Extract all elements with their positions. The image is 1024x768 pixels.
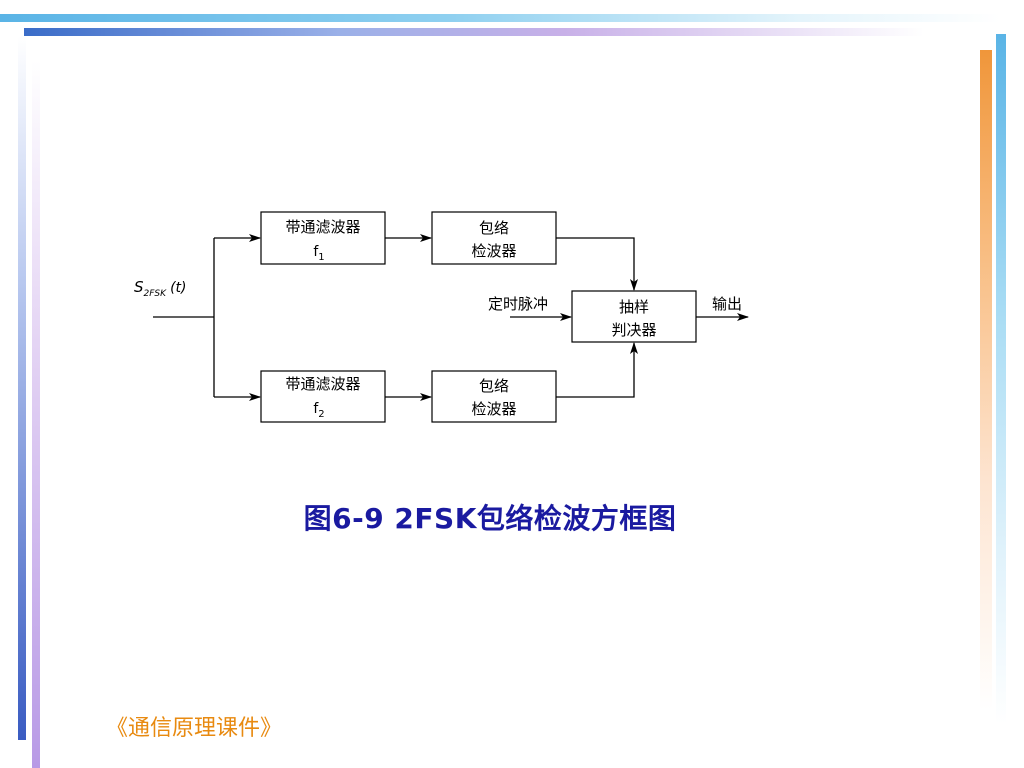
left-decor-bar-purple: [32, 60, 40, 768]
envelope-detector-1-line1: 包络: [479, 219, 509, 237]
right-decor-bar-blue: [996, 34, 1006, 724]
sampling-decider-line2: 判决器: [611, 321, 656, 339]
sampling-decider-box: [571, 290, 697, 343]
timing-pulse-label: 定时脉冲: [488, 295, 548, 313]
bandpass-filter-1-label: 带通滤波器: [285, 218, 360, 236]
bandpass-filter-2-label: 带通滤波器: [285, 375, 360, 393]
envelope-detector-2-line1: 包络: [479, 377, 509, 395]
arrow-env2-to-decider: [556, 342, 638, 398]
input-signal-label: S2FSK(t): [134, 278, 186, 299]
envelope-detector-2-line2: 检波器: [471, 400, 516, 418]
bandpass-filter-1-freq: f1: [313, 244, 324, 263]
bandpass-filter-2-box: [260, 370, 386, 423]
course-footer: 《通信原理课件》: [106, 716, 283, 741]
top-decor-bar-dark: [24, 28, 924, 36]
right-decor-bar-orange: [980, 50, 992, 710]
arrow-env1-to-decider: [556, 237, 638, 291]
bandpass-filter-1-box: [260, 211, 386, 265]
output-label: 输出: [712, 295, 742, 313]
left-decor-bar-blue: [18, 36, 26, 740]
figure-caption: 图6-9 2FSK包络检波方框图: [303, 502, 677, 535]
envelope-detector-1-line2: 检波器: [471, 242, 516, 260]
sampling-decider-line1: 抽样: [619, 298, 649, 316]
top-decor-bar-light: [0, 14, 1000, 22]
bandpass-filter-2-freq: f2: [313, 401, 324, 420]
envelope-detector-2-box: [431, 370, 557, 423]
